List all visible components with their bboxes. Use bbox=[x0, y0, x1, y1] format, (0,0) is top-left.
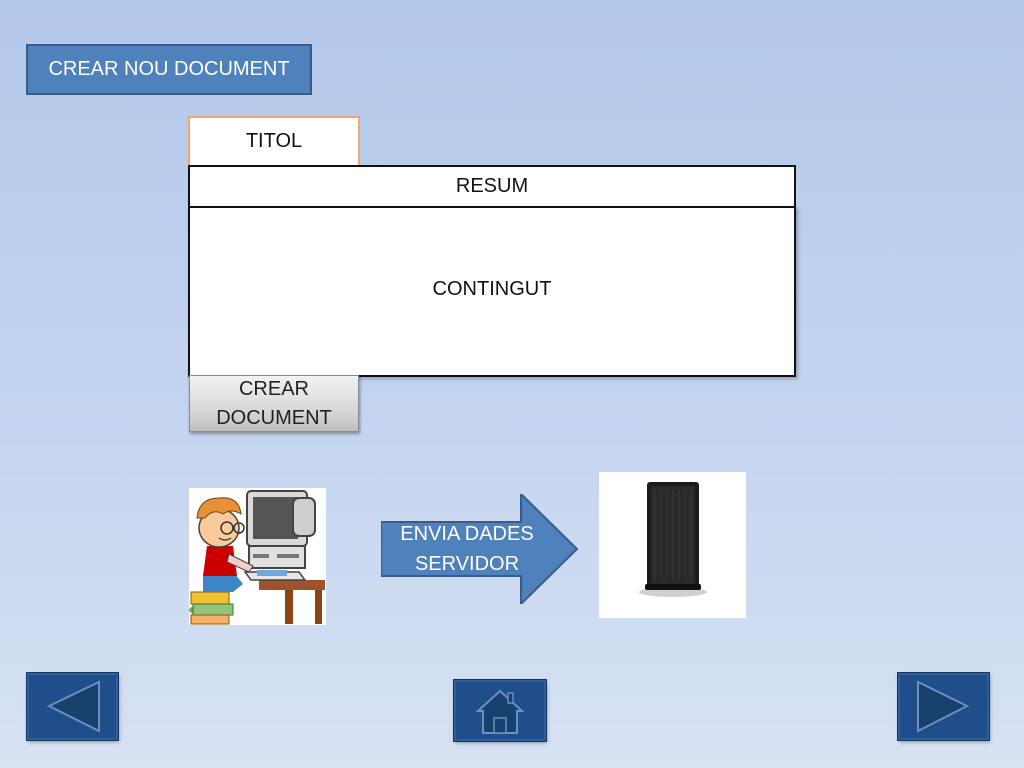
server-image bbox=[599, 472, 746, 618]
home-icon bbox=[475, 689, 525, 734]
previous-button[interactable] bbox=[27, 673, 118, 740]
home-button[interactable] bbox=[454, 680, 546, 741]
send-data-arrow bbox=[381, 494, 579, 604]
user-computer-illustration bbox=[189, 488, 326, 625]
resum-field[interactable]: RESUM bbox=[188, 165, 796, 208]
triangle-right-icon bbox=[917, 680, 970, 733]
server-tower-icon bbox=[599, 472, 746, 618]
user-at-computer-image bbox=[189, 488, 326, 625]
contingut-field[interactable]: CONTINGUT bbox=[188, 206, 796, 377]
arrow-label: ENVIA DADES SERVIDOR bbox=[400, 523, 534, 575]
page-title: CREAR NOU DOCUMENT bbox=[26, 44, 312, 95]
create-document-button[interactable]: CREAR DOCUMENT bbox=[189, 375, 359, 432]
titol-field[interactable]: TITOL bbox=[188, 116, 360, 168]
triangle-left-icon bbox=[46, 680, 100, 733]
next-button[interactable] bbox=[898, 673, 989, 740]
